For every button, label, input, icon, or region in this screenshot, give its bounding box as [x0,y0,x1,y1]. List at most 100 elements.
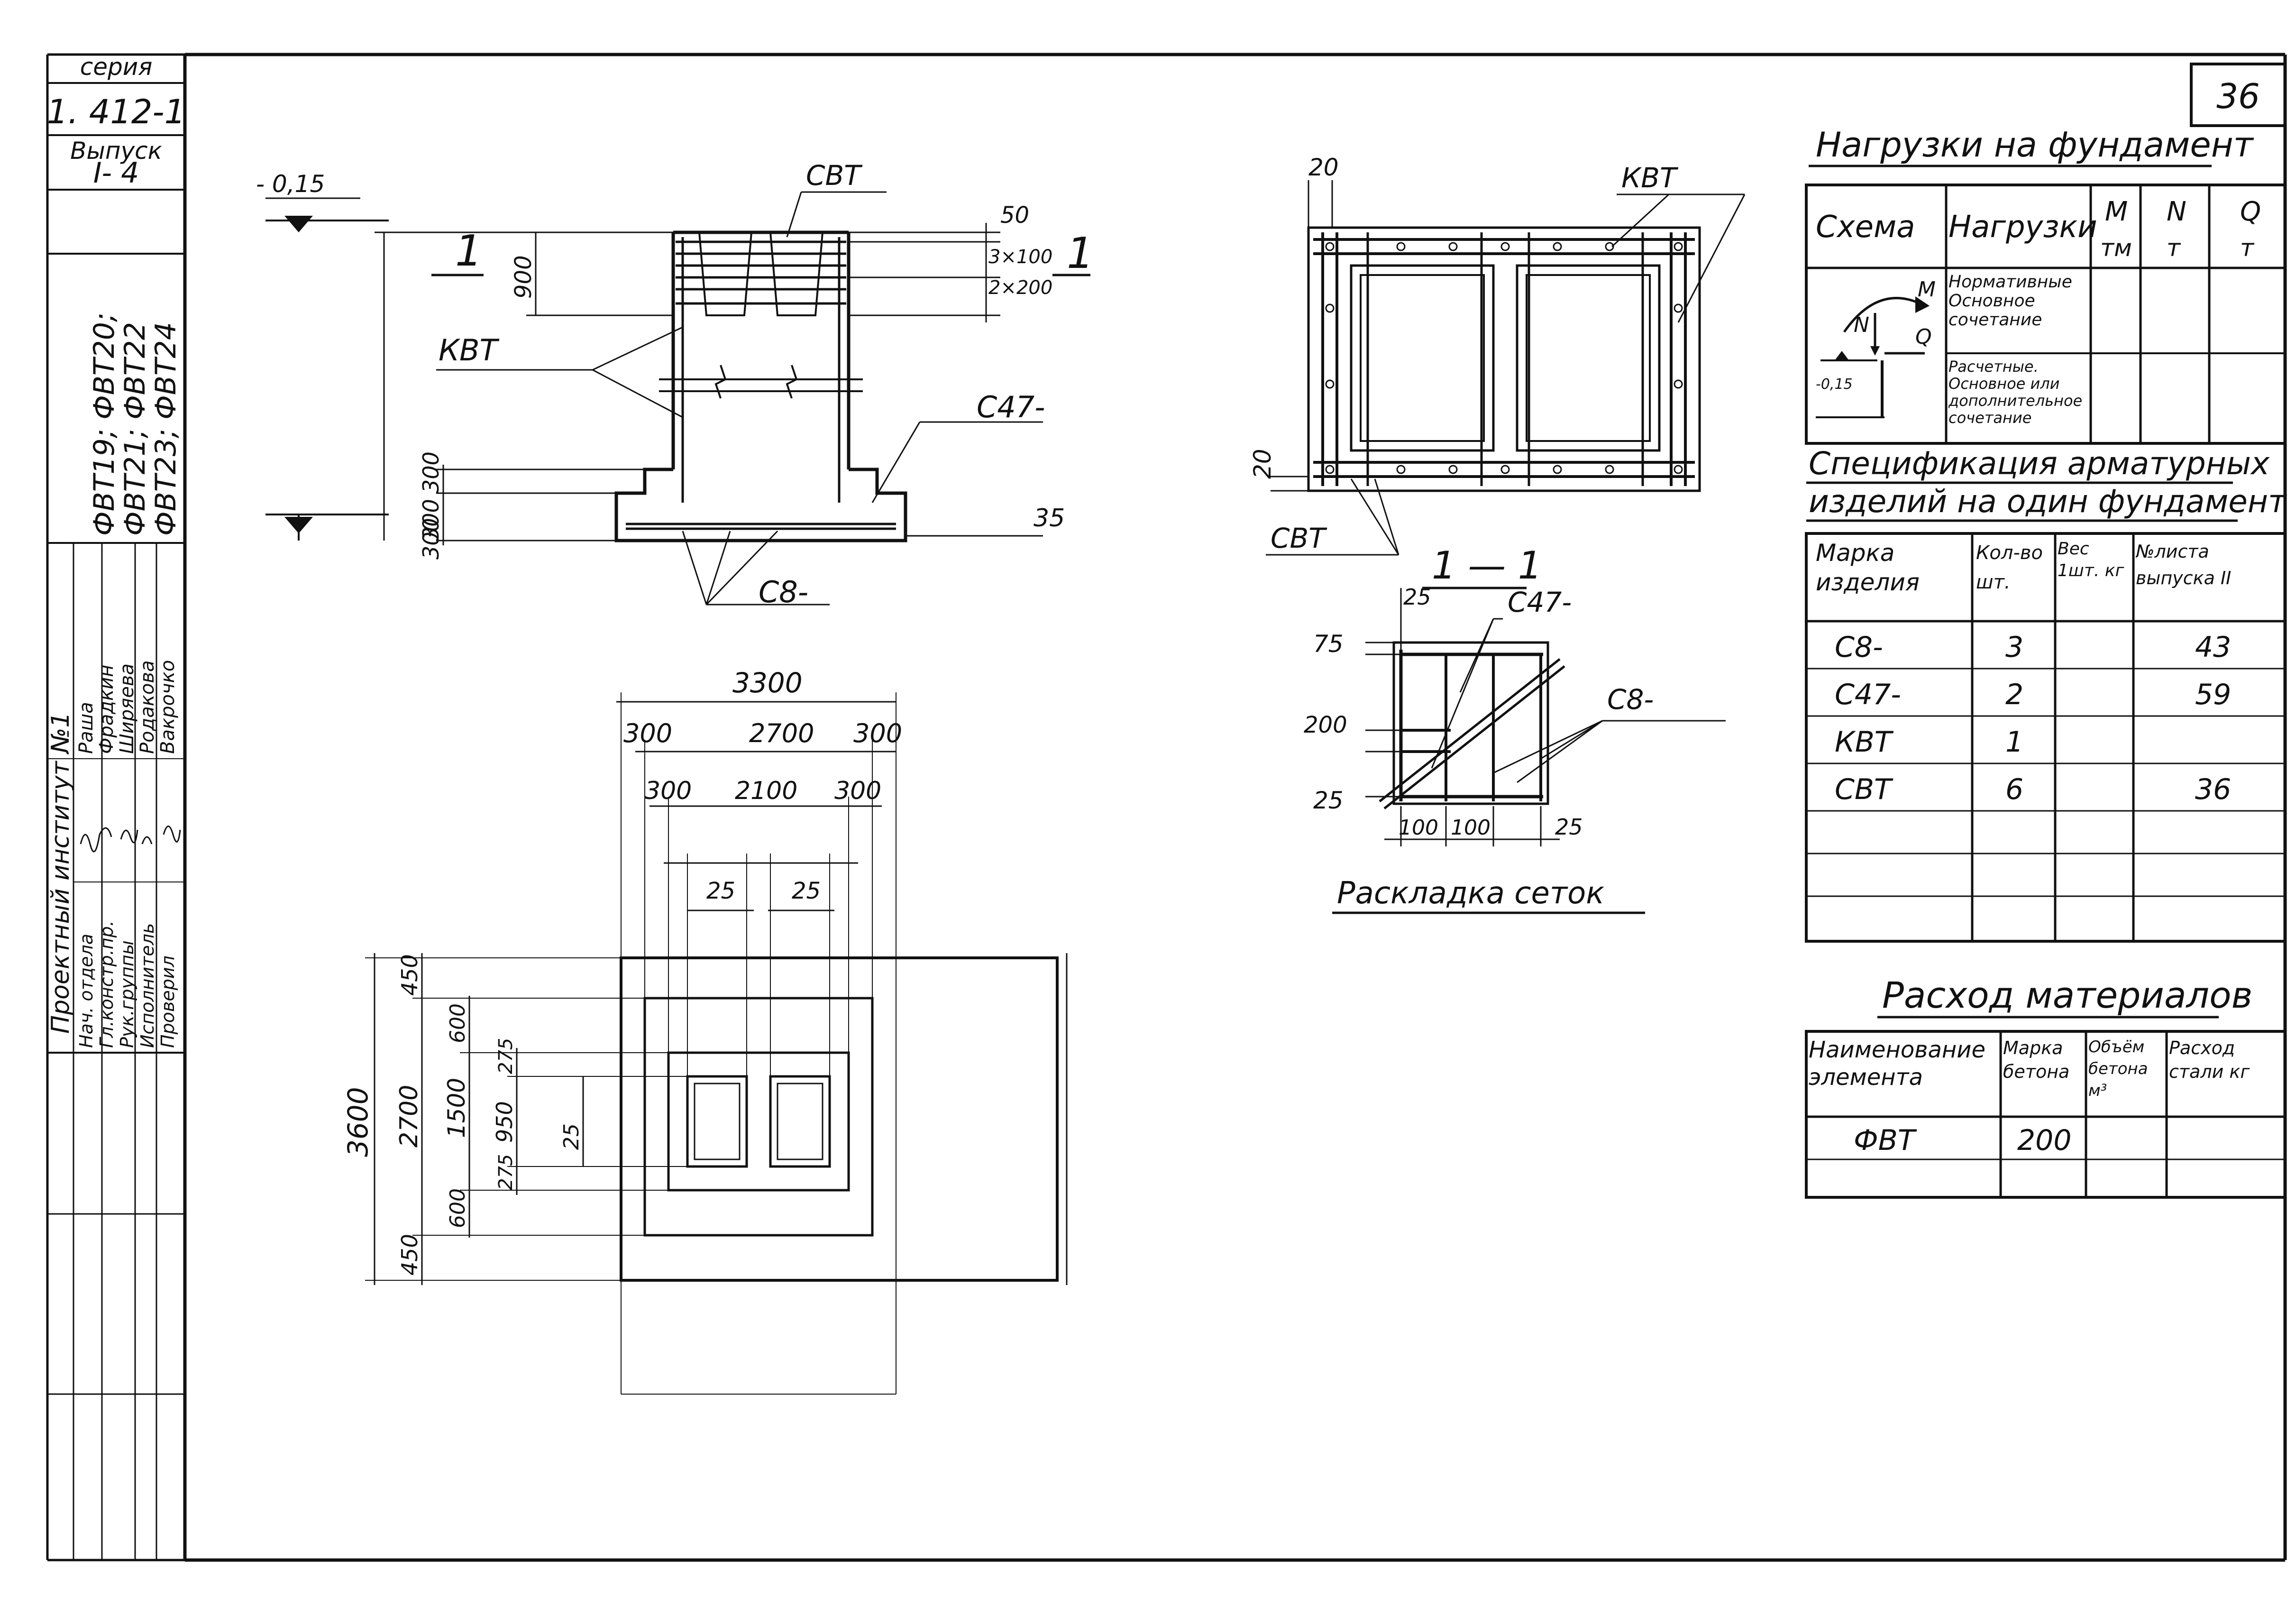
loads-header-loads: Нагрузки [1948,210,2097,245]
dim-2x200: 2×200 [988,277,1052,299]
scheme-m: M [1918,277,1936,302]
spec-title-1: Спецификация арматурных [1809,445,2270,482]
series-label: серия [80,53,153,81]
dim-275-top: 275 [495,1038,517,1074]
section-11-title: 1 — 1 [1432,543,1542,588]
dim-75: 75 [1313,630,1344,658]
marks-line3: ФВТ23; ФВТ24 [149,322,183,536]
dim-2700-v: 2700 [395,1085,423,1148]
sheet-number-box [2190,63,2287,127]
level-marker-top [284,216,313,232]
rebar-label-svt: СВТ [1271,522,1327,554]
dim-25-b: 25 [792,878,821,904]
label-kvt: КВТ [439,333,500,367]
spec-row-3-mark: КВТ [1835,726,1894,759]
stamp-name-2: Фрадкин [96,665,118,754]
materials-row-1-name: ФВТ [1854,1124,1917,1157]
dim-25-top: 25 [1403,584,1431,610]
scheme-level: -0,15 [1816,376,1853,393]
dim-25-c: 25 [559,1123,584,1150]
section-1-1: 1 — 1 25 С47- С8- 75 200 25 [1304,543,1726,914]
dim-300-left: 300 [623,718,672,748]
spec-row-4-sheet: 36 [2195,773,2231,806]
dim-275-bottom: 275 [495,1154,517,1190]
spec-row-2-mark: С47- [1835,678,1901,711]
issue-label: Выпуск [70,137,162,165]
loads-header-scheme: Схема [1816,210,1915,245]
rebar-label-kvt: КВТ [1621,162,1679,194]
dim-950: 950 [492,1101,517,1143]
loads-header-n: N [2167,196,2186,227]
dim-100-b: 100 [1451,816,1491,840]
rebar-plan-outline [1307,226,1701,492]
issue-value: I- 4 [93,156,139,190]
dim-600-bottom: 600 [446,1188,470,1228]
plan-step-2 [643,997,874,1237]
loads-scheme-diagram: M N Q -0,15 [1816,277,1936,418]
dim-25-left: 25 [1313,787,1344,814]
loads-row-design: Расчетные. Основное или дополнительное с… [1948,358,2082,426]
label-c8: С8- [759,575,808,609]
loads-unit-n: т [2167,234,2181,262]
section-mark-right: 1 [1067,229,1094,278]
section-mark-left: 1 [455,226,482,276]
dim-200: 200 [1304,712,1347,738]
stamp-role-2: Гл.констр.пр. [96,920,117,1048]
spec-row-1-mark: С8- [1835,631,1883,664]
label-c47: С47- [977,390,1045,424]
section-11-caption: Раскладка сеток [1337,876,1604,911]
rebar-dots [1325,242,1683,474]
dim-3300: 3300 [732,667,803,699]
scheme-n: N [1854,313,1869,337]
plan-opening-2 [769,1075,831,1168]
stamp-name-3: Ширяева [116,663,138,754]
dim-3600: 3600 [342,1087,374,1157]
section-11-label-c8: С8- [1607,683,1654,716]
dim-1500: 1500 [443,1078,470,1138]
level-top-label: - 0,15 [256,170,325,198]
materials-table: Расход материалов Наименование элемента … [1805,974,2287,1199]
dim-50: 50 [1000,202,1029,229]
stamp-org: Проектный институт №1 [46,712,75,1034]
stamp-name-4: Родакова [137,661,158,754]
dim-25-a: 25 [706,878,735,904]
spec-header-mark: Марка изделия [1816,539,1920,596]
spec-row-2-qty: 2 [2005,678,2023,711]
loads-title: Нагрузки на фундамент [1816,125,2254,165]
plan-opening-1 [686,1075,748,1168]
scheme-q: Q [1915,325,1932,349]
materials-header-grade: Марка бетона [2003,1038,2069,1082]
marks-line1: ФВТ19; ФВТ20; [88,312,121,536]
dim-300-a: 300 [418,451,444,493]
marks-line2: ФВТ21; ФВТ22 [119,322,152,536]
loads-header-m: М [2105,196,2128,227]
spec-header-weight: Вес 1шт. кг [2058,539,2124,580]
signatures [80,826,181,853]
stamp-role-1: Нач. отдела [76,934,97,1048]
dim-35: 35 [1034,504,1065,533]
spec-row-1-qty: 3 [2005,631,2023,664]
loads-unit-m: тм [2100,234,2132,262]
materials-row-1-grade: 200 [2017,1124,2072,1157]
stamp-role-4: Исполнитель [137,923,158,1048]
dim-25-right: 25 [1555,814,1583,840]
dim-3x100: 3×100 [988,246,1052,268]
loads-unit-q: т [2240,234,2255,262]
spec-table: Спецификация арматурных изделий на один … [1805,445,2287,943]
dim-2700: 2700 [749,718,814,748]
rebar-plan: 20 20 КВТ СВТ [1249,154,1746,556]
spec-title-2: изделий на один фундамент [1809,483,2287,520]
dim-900: 900 [510,255,537,299]
dim-300-inner-right: 300 [834,777,881,805]
dim-300-b: 300 [418,499,444,541]
loads-table: Нагрузки на фундамент Схема Нагрузки М N… [1805,125,2287,445]
dim-450-bottom: 450 [397,1234,422,1276]
series-value: 1. 412-1 [47,92,185,131]
stamp-role-5: Проверил [157,955,178,1048]
stamp-name-5: Вакрочко [157,660,179,754]
plan-pedestal [667,1051,850,1192]
dim-20-side: 20 [1249,449,1276,479]
dim-20-top: 20 [1308,154,1339,181]
section-11-outline [1392,641,1549,805]
